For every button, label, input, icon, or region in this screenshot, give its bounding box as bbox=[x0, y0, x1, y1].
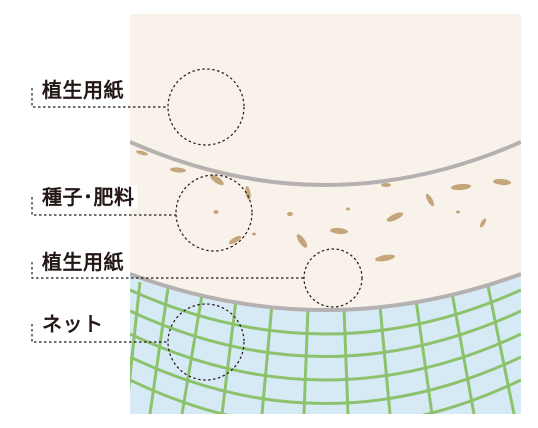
callout-circle-net bbox=[167, 303, 245, 381]
callout-circle-paper-bottom bbox=[303, 248, 363, 308]
net-grid bbox=[130, 281, 521, 414]
bottom-paper-edge bbox=[130, 272, 521, 312]
label-paper-top: 植生用紙 bbox=[40, 78, 126, 102]
leader-seed bbox=[31, 197, 176, 216]
seed-layer bbox=[136, 150, 511, 262]
label-seed-fertilizer: 種子･肥料 bbox=[40, 185, 137, 209]
leader-paper-top bbox=[31, 88, 168, 108]
label-net: ネット bbox=[40, 312, 106, 336]
callout-circle-paper-top bbox=[167, 68, 245, 146]
leader-paper-bottom bbox=[31, 262, 304, 279]
callout-circle-seed bbox=[175, 174, 253, 252]
leader-net bbox=[31, 324, 168, 343]
label-paper-bottom: 植生用紙 bbox=[40, 250, 126, 274]
top-paper-edge bbox=[130, 140, 521, 187]
